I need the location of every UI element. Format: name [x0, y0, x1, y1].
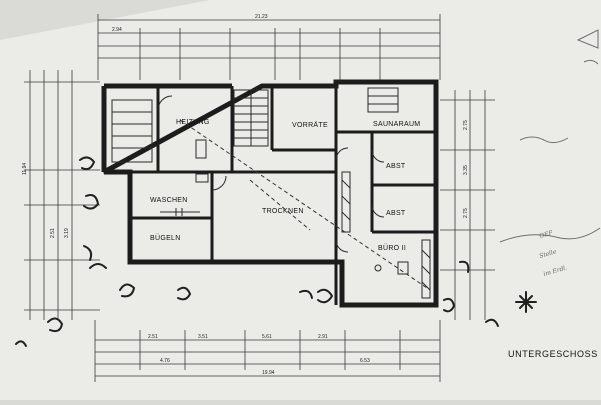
- interior-walls: [104, 86, 436, 305]
- dim-bottom-f: 6.53: [360, 358, 370, 364]
- dim-bottom-a: 2.51: [148, 334, 158, 340]
- right-dimension-chains: [440, 90, 495, 320]
- dim-left-b: 3.19: [64, 228, 70, 238]
- margin-note-2: Stelle: [539, 248, 558, 260]
- staircase: [233, 89, 269, 147]
- fixtures: [160, 139, 409, 275]
- dim-bottom-total: 19.94: [262, 370, 275, 376]
- room-label-vorraete: VORRÄTE: [292, 121, 328, 129]
- section-line-2: [249, 179, 311, 231]
- window-hatching: [341, 171, 431, 299]
- room-label-trocknen: TROCKNEN: [262, 208, 304, 215]
- dim-right-a: 2.75: [463, 120, 469, 130]
- dim-right-c: 2.75: [463, 208, 469, 218]
- bottom-dimension-chains: [94, 320, 441, 382]
- dim-bottom-c: 5.61: [262, 334, 272, 340]
- hand-drawn-shrubs: [15, 156, 537, 347]
- dim-bottom-d: 2.91: [318, 334, 328, 340]
- dim-bottom-b: 3.51: [198, 334, 208, 340]
- dim-right-b: 3.35: [463, 165, 469, 175]
- dim-bottom-e: 4.76: [160, 358, 170, 364]
- section-line: [179, 119, 431, 291]
- margin-note-1: OEF: [539, 229, 555, 240]
- room-label-buegeln: BÜGELN: [150, 234, 181, 242]
- margin-sketch: [499, 29, 601, 243]
- dim-top-left: 2.94: [112, 27, 122, 33]
- room-label-abst-2: ABST: [386, 210, 406, 217]
- oil-tank: [111, 99, 153, 163]
- dim-left-total: 11.94: [22, 163, 28, 175]
- dim-left-a: 2.51: [50, 228, 56, 238]
- room-label-saunaraum: SAUNARAUM: [373, 121, 420, 128]
- room-label-buero: BÜRO II: [378, 244, 406, 252]
- top-dimension-chains: [97, 14, 441, 80]
- dim-top-total: 21.23: [255, 14, 268, 20]
- door-swings: [157, 95, 385, 253]
- room-label-waschen: WASCHEN: [150, 197, 188, 204]
- sauna-benches: [367, 87, 399, 113]
- room-label-abst-1: ABST: [386, 163, 406, 170]
- plan-title: UNTERGESCHOSS: [508, 349, 598, 359]
- room-label-heizung: HEIZUNG: [176, 119, 210, 126]
